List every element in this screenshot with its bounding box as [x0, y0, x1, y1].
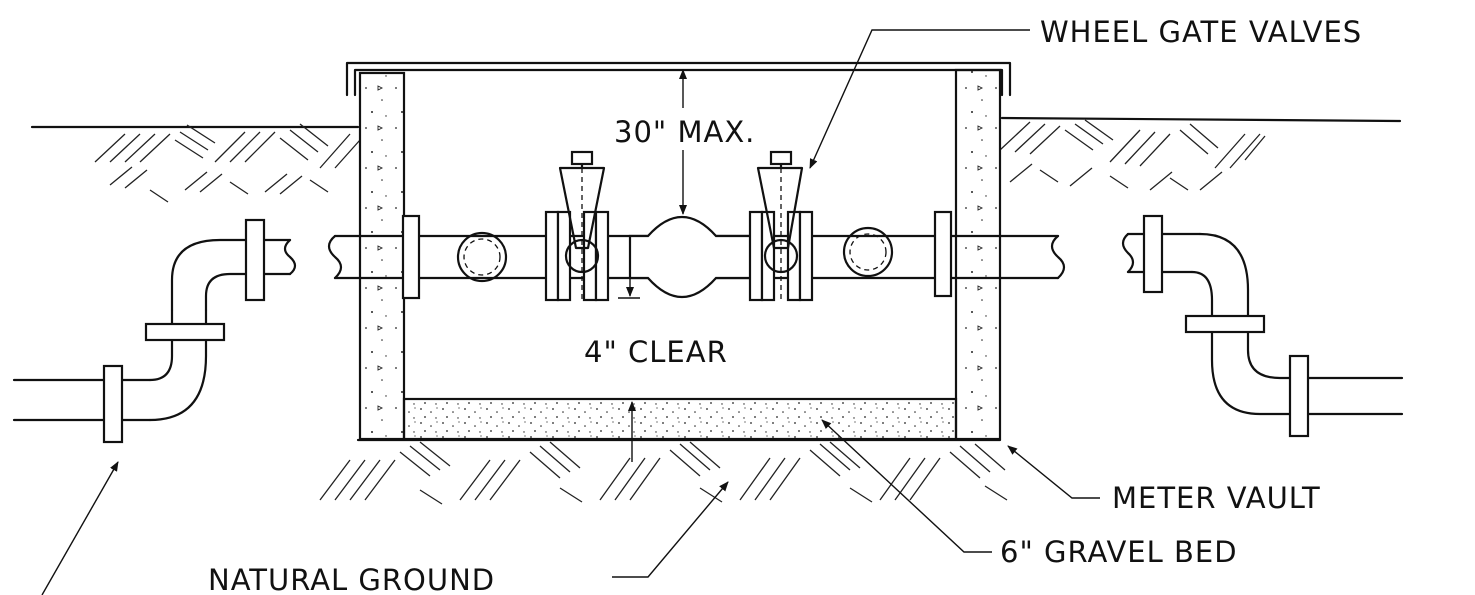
- gate-valve-right: [748, 150, 814, 302]
- leader-pipe-left: [41, 461, 119, 595]
- label-wheel-gate-valves: WHEEL GATE VALVES: [1040, 15, 1362, 49]
- earth-hatch-bottom: [319, 441, 1008, 505]
- coupling-left: [456, 231, 508, 283]
- label-4-clear: 4" CLEAR: [584, 335, 728, 369]
- earth-hatch-left: [94, 123, 361, 203]
- gate-valve-left: [544, 150, 610, 302]
- pipe-right-outside: [1121, 214, 1404, 438]
- leader-meter-vault: [1007, 445, 1100, 499]
- ground-line-right: [1000, 116, 1402, 123]
- gravel-bed: [402, 397, 958, 441]
- earth-hatch-right: [999, 119, 1266, 191]
- leader-gravel-bed: [821, 419, 992, 553]
- wall-flange-right: [933, 210, 953, 298]
- label-gravel-bed: 6" GRAVEL BED: [1000, 535, 1238, 569]
- vault-wall-right: [954, 68, 1002, 441]
- label-30-max: 30" MAX.: [614, 115, 755, 149]
- meter-body: [628, 215, 754, 299]
- leader-wheel-gate-valves: [809, 29, 1030, 169]
- vault-wall-left: [358, 71, 406, 441]
- leader-natural-ground: [612, 481, 729, 578]
- coupling-right: [842, 226, 894, 278]
- dimension-4-clear: [618, 235, 640, 299]
- vault-lid: [345, 61, 1012, 97]
- label-natural-ground: NATURAL GROUND: [208, 563, 495, 595]
- wall-flange-left: [401, 214, 421, 300]
- label-meter-vault: METER VAULT: [1112, 481, 1321, 515]
- pipe-left-outside: [12, 218, 297, 444]
